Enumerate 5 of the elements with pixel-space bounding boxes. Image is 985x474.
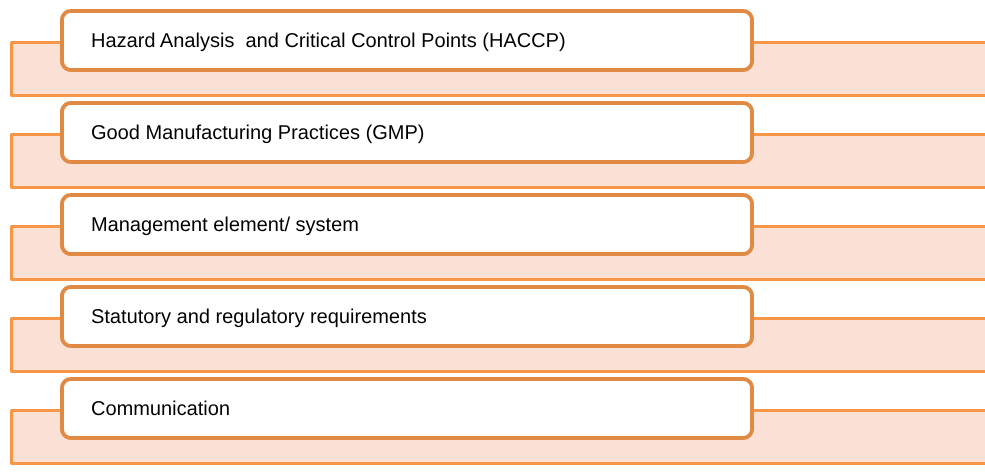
label-box: Hazard Analysis and Critical Control Points (HACCP) xyxy=(60,9,754,72)
label-box: Management element/ system xyxy=(60,193,754,256)
label-box: Communication xyxy=(60,377,754,440)
label-box: Statutory and regulatory requirements xyxy=(60,285,754,348)
label-box: Good Manufacturing Practices (GMP) xyxy=(60,101,754,164)
